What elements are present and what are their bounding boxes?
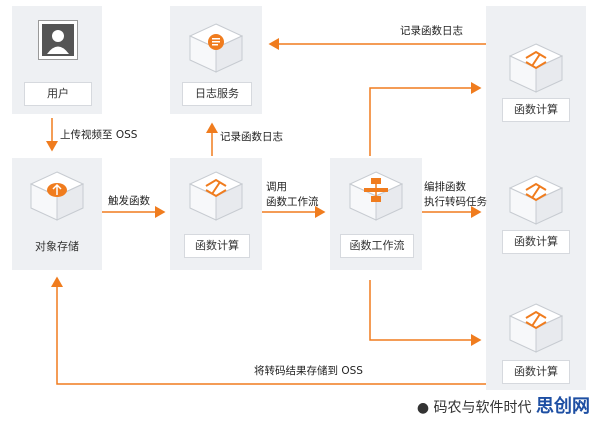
object-storage-label: 对象存储 <box>35 240 79 253</box>
fc-trigger-node[interactable]: 函数计算 <box>170 158 262 270</box>
oss-icon <box>29 171 85 221</box>
user-avatar-icon <box>38 20 78 60</box>
watermark: ● 码农与软件时代 思创网 <box>417 392 590 418</box>
workflow-icon <box>348 171 404 221</box>
watermark-text: 码农与软件时代 <box>433 400 532 416</box>
log-service-label: 日志服务 <box>182 82 252 106</box>
fc-top-label: 函数计算 <box>502 98 570 122</box>
log-service-icon <box>188 23 244 73</box>
function-compute-icon <box>508 175 564 225</box>
workflow-node[interactable]: 函数工作流 <box>330 158 422 270</box>
edge-to-fc-top <box>369 82 482 156</box>
function-compute-icon <box>188 171 244 221</box>
fc-bottom-node[interactable]: 函数计算 <box>486 296 586 392</box>
edge-label-trigger: 触发函数 <box>108 195 150 207</box>
watermark-brand: 思创网 <box>536 396 590 417</box>
edge-label-invoke-workflow-2: 函数工作流 <box>266 196 319 208</box>
wechat-icon: ● <box>416 400 430 416</box>
fc-mid-node[interactable]: 函数计算 <box>486 168 586 264</box>
workflow-label: 函数工作流 <box>340 234 414 258</box>
log-service-node[interactable]: 日志服务 <box>170 6 262 114</box>
edge-to-fc-bottom <box>369 280 482 346</box>
edge-label-dispatch-2: 执行转码任务 <box>424 196 487 208</box>
fc-mid-label: 函数计算 <box>502 230 570 254</box>
user-label: 用户 <box>24 82 92 106</box>
fc-trigger-label: 函数计算 <box>184 234 250 258</box>
fc-top-node[interactable]: 函数计算 <box>486 36 586 132</box>
edge-label-invoke-workflow-1: 调用 <box>266 181 287 193</box>
function-compute-icon <box>508 303 564 353</box>
edge-store-result <box>51 276 486 385</box>
edge-label-log-from-right: 记录函数日志 <box>400 25 463 37</box>
object-storage-node[interactable]: 对象存储 <box>12 158 102 270</box>
edge-label-store-result: 将转码结果存储到 OSS <box>254 365 363 377</box>
user-node[interactable]: 用户 <box>12 6 102 114</box>
edge-label-log-from-fc: 记录函数日志 <box>220 131 283 143</box>
fc-bottom-label: 函数计算 <box>502 360 570 384</box>
function-compute-icon <box>508 43 564 93</box>
edge-label-dispatch-1: 编排函数 <box>424 181 466 193</box>
edge-label-upload: 上传视频至 OSS <box>60 129 138 141</box>
